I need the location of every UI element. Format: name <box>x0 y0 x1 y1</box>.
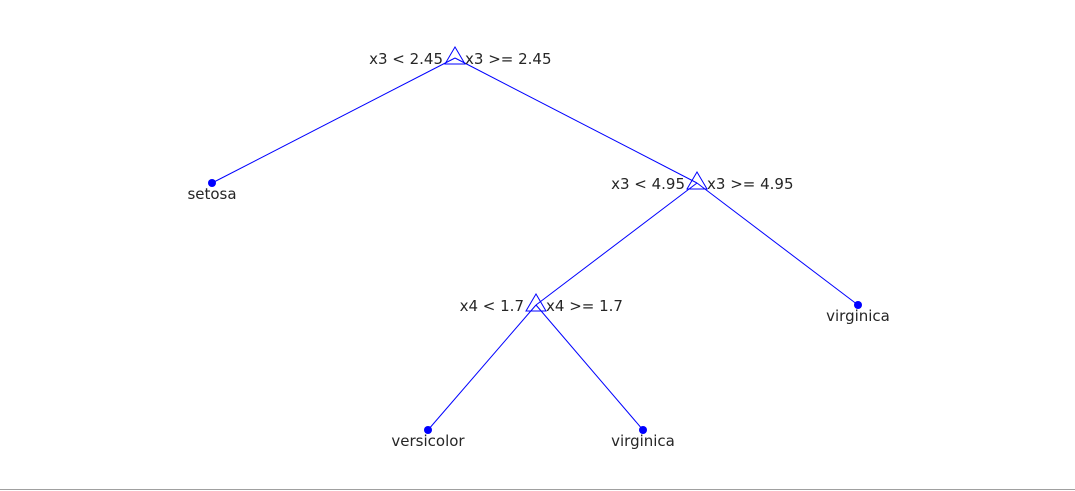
leaf-node-dot-icon <box>854 301 862 309</box>
split-node-triangle-icon <box>525 293 547 312</box>
tree-edge <box>427 304 537 431</box>
split-node-triangle-icon <box>444 46 466 65</box>
split-rule-left: x3 < 2.45 <box>369 50 443 68</box>
split-rule-left: x3 < 4.95 <box>611 175 685 193</box>
tree-labels: x3 < 2.45 x3 >= 2.45 setosa x3 < 4.95 x3 >= … <box>187 50 889 450</box>
leaf-class-label: virginica <box>826 307 890 325</box>
tree-edge <box>535 182 698 306</box>
tree-edges <box>211 57 859 431</box>
leaf-node-dot-icon <box>208 179 216 187</box>
tree-edge <box>696 182 859 306</box>
leaf-class-label: virginica <box>611 432 675 450</box>
split-node-triangle-icon <box>686 171 708 190</box>
split-rule-right: x3 >= 2.45 <box>465 50 552 68</box>
leaf-node-dot-icon <box>639 426 647 434</box>
split-rule-right: x3 >= 4.95 <box>707 175 794 193</box>
tree-edge <box>535 304 644 431</box>
tree-edge <box>454 57 698 184</box>
leaf-class-label: versicolor <box>391 432 465 450</box>
split-rule-left: x4 < 1.7 <box>460 297 524 315</box>
leaf-node-dot-icon <box>424 426 432 434</box>
tree-edge <box>211 57 456 184</box>
leaf-class-label: setosa <box>187 185 236 203</box>
split-rule-right: x4 >= 1.7 <box>546 297 623 315</box>
bottom-divider <box>0 489 1075 490</box>
tree-nodes <box>208 46 862 434</box>
